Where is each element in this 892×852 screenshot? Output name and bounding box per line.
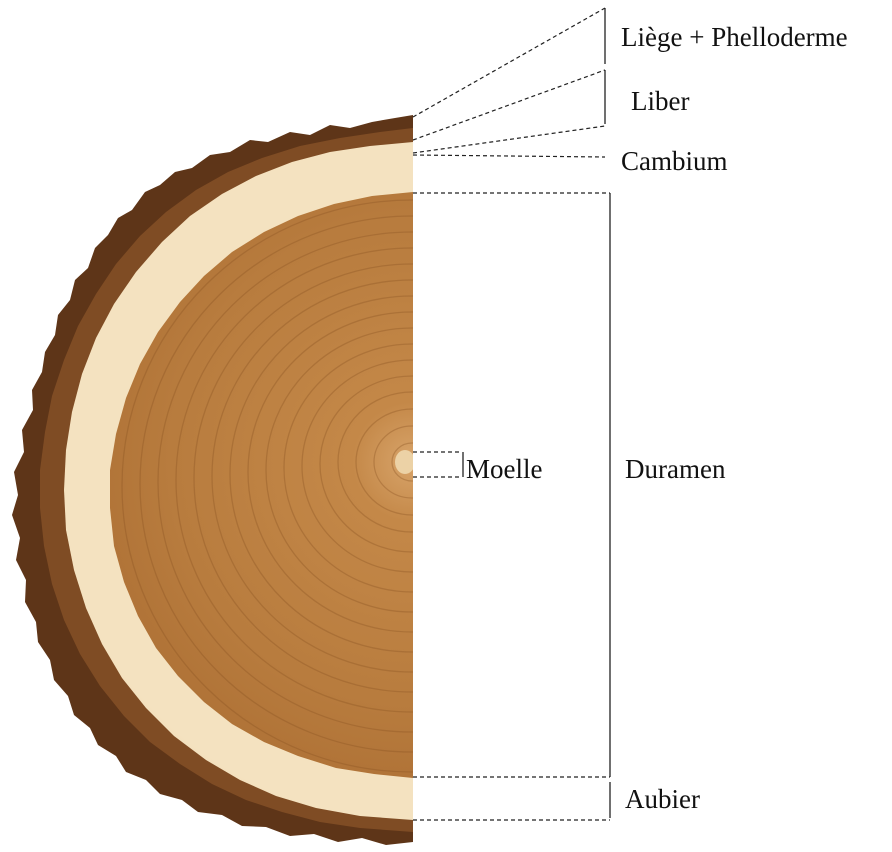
label-cambium: Cambium <box>621 148 728 175</box>
moelle-pith <box>395 450 415 474</box>
label-aubier: Aubier <box>625 786 700 813</box>
brackets <box>463 8 610 818</box>
wood-slice <box>12 115 702 845</box>
label-liber: Liber <box>631 88 689 115</box>
label-liege-phelloderme: Liège + Phelloderme <box>621 24 848 51</box>
label-duramen: Duramen <box>625 456 725 483</box>
label-moelle: Moelle <box>466 456 542 483</box>
leader-lines <box>413 8 610 820</box>
